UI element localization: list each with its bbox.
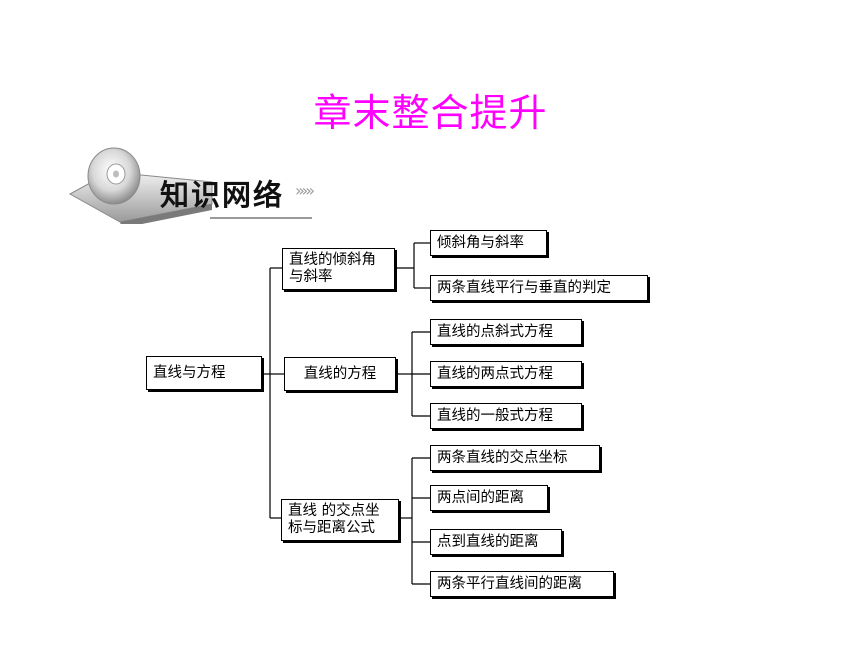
node-leaf: 点到直线的距离: [430, 529, 562, 555]
node-leaf: 两条平行直线间的距离: [430, 571, 614, 597]
node-leaf: 两点间的距离: [430, 485, 548, 511]
disc-book-icon: [68, 147, 312, 224]
section-title: 知识网络: [160, 178, 285, 212]
node-branch-intersection-distance: 直线 的交点坐标与距离公式: [281, 499, 399, 541]
node-leaf: 两条直线平行与垂直的判定: [430, 275, 648, 301]
node-leaf: 两条直线的交点坐标: [430, 445, 600, 471]
page-title: 章末整合提升: [313, 91, 548, 135]
chevron-right-icon: ›››››: [295, 181, 315, 200]
node-leaf: 倾斜角与斜率: [430, 230, 547, 256]
node-leaf: 直线的两点式方程: [430, 361, 582, 387]
node-branch-inclination-slope: 直线的倾斜角与斜率: [282, 248, 395, 290]
node-leaf: 直线的点斜式方程: [430, 319, 582, 345]
node-root: 直线与方程: [146, 356, 262, 390]
node-leaf: 直线的一般式方程: [430, 403, 582, 429]
node-branch-line-equation: 直线的方程: [284, 357, 396, 391]
